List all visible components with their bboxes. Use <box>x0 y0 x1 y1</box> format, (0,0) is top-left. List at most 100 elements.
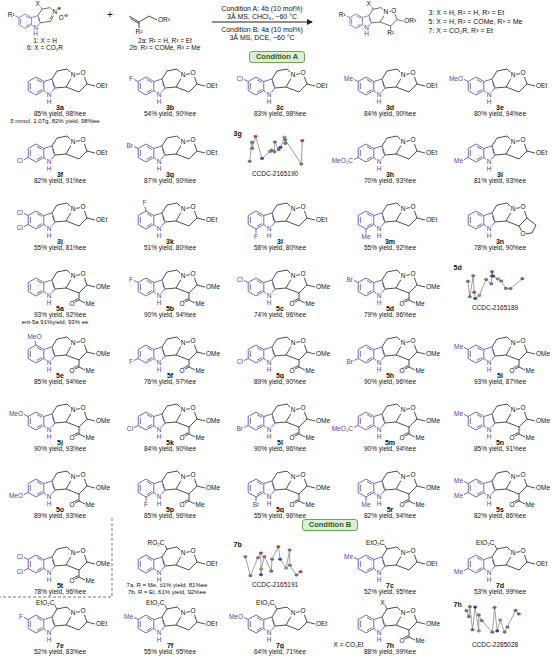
indole-ring <box>248 278 264 296</box>
indole-ring <box>248 412 264 430</box>
structure <box>354 270 425 303</box>
yield-ee: 82% yield, 86%ee <box>473 513 526 520</box>
crystal-atom <box>495 630 499 633</box>
atom-label: N <box>400 340 406 347</box>
crystal-atom <box>283 136 287 139</box>
indole-ring <box>358 278 374 296</box>
yield-ee: 90% yield, 96%ee <box>253 446 306 453</box>
atom-label: H <box>156 577 162 584</box>
substituent-bond <box>134 281 138 283</box>
atom-label: H <box>156 501 162 508</box>
indole-ring <box>138 77 154 95</box>
note: ent-5a 91%yield, 93% ee <box>21 319 89 325</box>
indole-ring <box>28 211 44 229</box>
note: 5 mmol, 1.07g, 82% yield, 98%ee <box>10 118 100 124</box>
atom-label: O <box>520 137 526 144</box>
substituent-bond <box>35 340 37 346</box>
atom-label: N <box>486 92 492 99</box>
crystal-atom <box>490 270 494 273</box>
crystal-atom <box>491 631 495 634</box>
crystal-atom <box>260 157 264 160</box>
atom-label: N <box>156 630 162 637</box>
atom-label: Me <box>415 301 425 308</box>
substituent-label: Me <box>453 410 463 417</box>
atom-label: N <box>290 407 296 414</box>
atom-label: N <box>266 427 272 434</box>
atom-label: N <box>156 226 162 233</box>
indole-ring <box>248 615 264 633</box>
crystal-atom <box>484 278 488 281</box>
crystal-atom <box>480 619 484 622</box>
yield-ee: 82% yield, 94%ee <box>363 513 416 520</box>
compound-number: 3f <box>56 171 63 178</box>
atom-label: N <box>156 92 162 99</box>
structure <box>464 337 535 370</box>
atom-label: OMe <box>206 351 221 358</box>
structure <box>354 136 425 162</box>
substituent-bond <box>354 359 358 361</box>
structure <box>134 604 205 633</box>
structure <box>138 544 205 573</box>
atom-label: O <box>410 548 416 555</box>
atom-label: O <box>80 271 86 278</box>
atom-label: H <box>156 367 162 374</box>
substituent-label: MeO <box>8 492 23 499</box>
atom-label: O <box>69 578 75 585</box>
substituent-label: Me <box>453 568 463 575</box>
atom-label: N <box>266 360 272 367</box>
substituent-bond <box>24 558 28 560</box>
atom-label: H <box>46 501 52 508</box>
indole-ring <box>468 77 484 95</box>
atom-label: N <box>70 474 76 481</box>
compound-number: 5t <box>56 582 63 589</box>
atom-label: N <box>266 92 272 99</box>
indole-ring <box>28 412 44 430</box>
structure <box>354 337 425 370</box>
atom-label: H <box>156 233 162 240</box>
substituent-bond <box>16 16 19 18</box>
reaction-text: 7: X = CO₂R, R³ = Et <box>428 27 494 34</box>
yield-ee: 90% yield, 94%ee <box>143 312 196 319</box>
indole-ring <box>350 14 362 28</box>
atom-label: N <box>156 159 162 166</box>
structure <box>134 136 205 162</box>
atom-label: EtO₂C <box>36 600 55 607</box>
compound-number: 3k <box>166 238 175 245</box>
structure <box>354 404 425 437</box>
compound-number: 5c <box>276 305 285 312</box>
crystal-atom <box>509 287 513 290</box>
atom-label: O <box>179 502 185 509</box>
atom-label: O <box>520 204 526 211</box>
crystal-atom <box>521 277 525 280</box>
atom-label: O <box>289 435 295 442</box>
atom-label: OMe <box>426 485 441 492</box>
substituent-label: MeO <box>8 410 23 417</box>
atom-label: N <box>510 340 516 347</box>
atom-label: O <box>520 472 526 479</box>
substituent-label: Cl <box>16 157 23 164</box>
atom-label: N <box>156 570 162 577</box>
substituent-bond <box>24 158 28 160</box>
yield-ee: 84% yield, 90%ee <box>363 111 416 118</box>
atom-label: N <box>266 630 272 637</box>
atom-label: O <box>509 502 515 509</box>
note: X = CO₂Et <box>333 642 364 649</box>
atom-label: N <box>290 340 296 347</box>
crystal-bonds <box>245 547 300 576</box>
yield-ee: 85% yield, 91%ee <box>473 446 526 453</box>
structure <box>24 471 95 504</box>
substituent-bond <box>134 80 138 82</box>
substituent-label: Me <box>361 234 371 241</box>
structure <box>468 203 536 234</box>
ccdc-number: CCDC-2285028 <box>471 642 518 649</box>
substituent-label: F <box>129 276 134 283</box>
crystal-compound: 3g <box>233 130 242 137</box>
crystal-atom <box>514 609 518 612</box>
atom-label: O <box>300 271 306 278</box>
yield-ee: 55% yield, 92%ee <box>363 245 416 252</box>
atom-label: H <box>376 166 382 173</box>
atom-label: N <box>376 293 382 300</box>
atom-label: O <box>80 70 86 77</box>
indole-ring <box>28 615 44 633</box>
structure <box>138 471 205 504</box>
